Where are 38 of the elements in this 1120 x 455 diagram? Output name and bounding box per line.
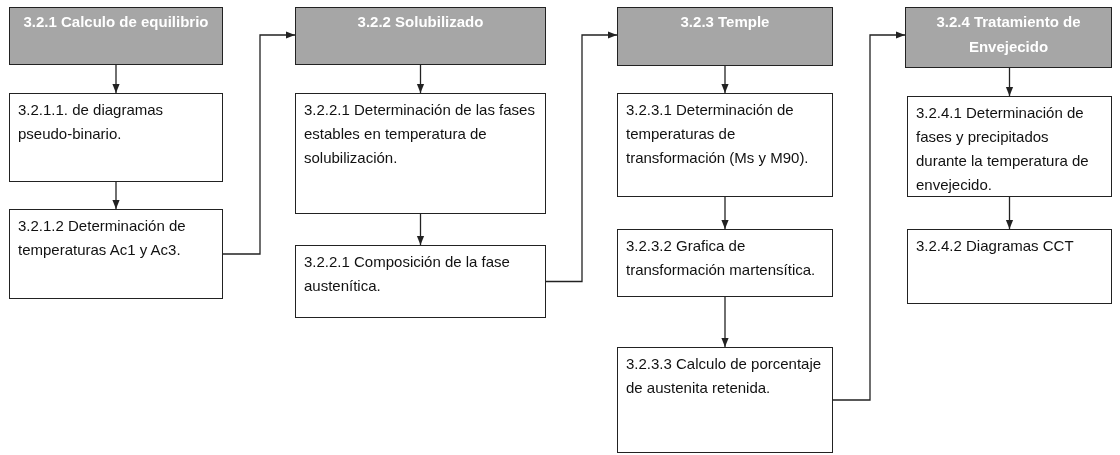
process-box <box>9 209 223 299</box>
arrow <box>112 181 120 210</box>
process-box <box>907 229 1112 304</box>
arrow <box>721 296 729 348</box>
arrow <box>112 64 120 94</box>
stage-header-box <box>617 7 833 66</box>
arrow <box>832 31 906 401</box>
stage-title: 3.2.3 Temple <box>679 12 771 32</box>
arrow <box>1005 196 1014 230</box>
step-text: 3.2.3.3 Calculo de porcentaje de austenita retenida. <box>625 354 823 398</box>
process-box <box>295 245 546 318</box>
arrow <box>545 31 618 283</box>
step-text: 3.2.2.1 Composición de la fase austenítica. <box>303 252 511 296</box>
step-text: 3.2.4.1 Determinación de fases y precipitados durante la temperatura de envejecido. <box>915 103 1090 195</box>
step-text: 3.2.3.1 Determinación de temperaturas de transformación (Ms y M90). <box>625 100 810 168</box>
process-box <box>295 93 546 214</box>
arrow <box>721 196 729 230</box>
process-box <box>617 93 833 197</box>
process-box <box>617 347 833 453</box>
stage-header-box <box>905 7 1112 68</box>
arrow <box>721 65 729 94</box>
step-text: 3.2.3.2 Grafica de transformación martensítica. <box>625 236 817 280</box>
arrow <box>1005 67 1014 97</box>
stage-header-box <box>9 7 223 65</box>
process-box <box>9 93 223 182</box>
stage-title: 3.2.2 Solubilizado <box>356 12 485 32</box>
arrow <box>416 213 425 246</box>
stage-title: 3.2.1 Calculo de equilibrio <box>22 12 210 32</box>
step-text: 3.2.2.1 Determinación de las fases estables en temperatura de solubilización. <box>303 100 536 168</box>
stage-title: 3.2.4 Tratamiento de Envejecido <box>935 12 1082 57</box>
step-text: 3.2.1.1. de diagramas pseudo-binario. <box>17 100 165 144</box>
step-text: 3.2.1.2 Determinación de temperaturas Ac1 y Ac3. <box>17 216 187 260</box>
arrow <box>416 64 425 94</box>
arrow <box>222 31 296 255</box>
process-box <box>617 229 833 297</box>
step-text: 3.2.4.2 Diagramas CCT <box>915 236 1075 256</box>
stage-header-box <box>295 7 546 65</box>
process-box <box>907 96 1112 197</box>
